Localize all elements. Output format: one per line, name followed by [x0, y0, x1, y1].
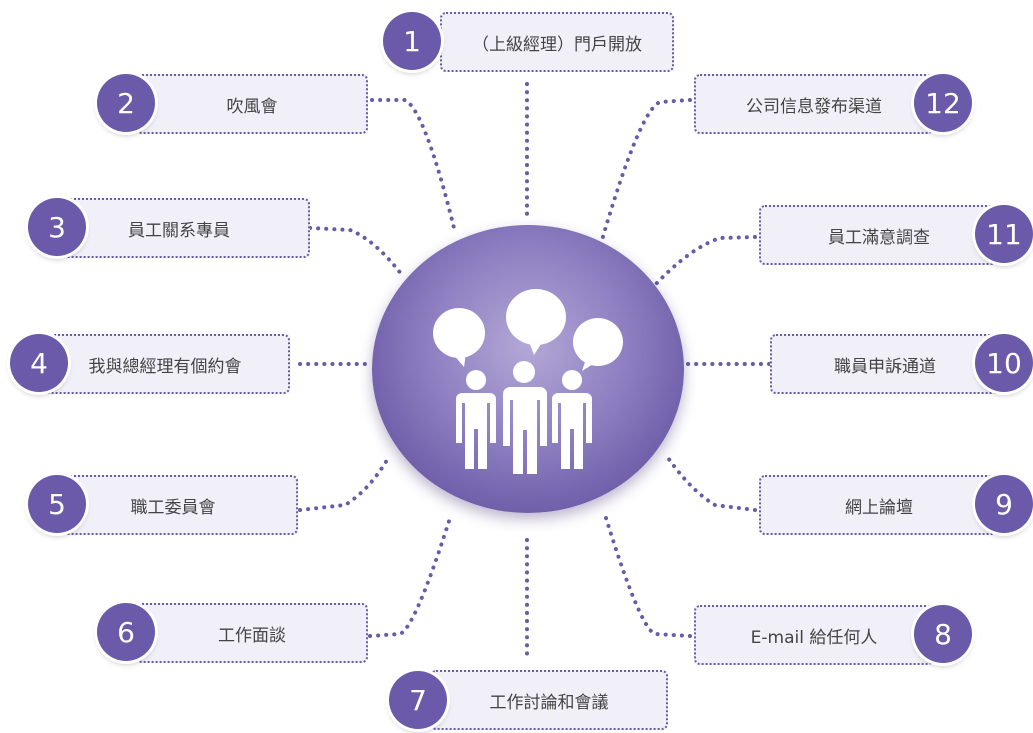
- item-3-box: 員工關系專員: [48, 198, 310, 258]
- item-7-box: 工作討論和會議: [430, 670, 668, 730]
- item-1-box: （上級經理）門戶開放: [440, 12, 674, 72]
- item-10-number: 10: [975, 334, 1033, 392]
- connector-9: [664, 453, 757, 512]
- central-hub: [372, 225, 684, 513]
- connector-12: [600, 98, 692, 242]
- item-5-number: 5: [28, 475, 86, 533]
- item-3-label: 員工關系專員: [128, 220, 230, 241]
- item-8-box: E-mail 給任何人: [694, 605, 934, 665]
- item-11-box: 員工滿意調查: [759, 205, 999, 265]
- item-7-number: 7: [389, 671, 447, 729]
- item-4-box: 我與總經理有個約會: [40, 334, 290, 394]
- item-11-label: 員工滿意調查: [828, 227, 930, 248]
- item-11-number: 11: [975, 205, 1033, 263]
- item-4-label: 我與總經理有個約會: [88, 356, 242, 377]
- item-5-label: 職工委員會: [130, 497, 216, 518]
- item-9-number: 9: [975, 475, 1033, 533]
- item-6-number: 6: [97, 603, 155, 661]
- connector-11: [653, 235, 757, 287]
- item-2-number: 2: [97, 74, 155, 132]
- connector-6: [368, 516, 452, 638]
- connector-2: [370, 98, 457, 234]
- connector-8: [604, 516, 692, 638]
- item-2-box: 吹風會: [136, 74, 368, 134]
- item-10-label: 職員申訴通道: [834, 356, 936, 377]
- item-3-number: 3: [28, 198, 86, 256]
- item-1-label: （上級經理）門戶開放: [472, 34, 642, 55]
- item-5-box: 職工委員會: [48, 475, 298, 535]
- item-12-label: 公司信息發布渠道: [746, 96, 882, 117]
- item-9-label: 網上論壇: [845, 497, 913, 518]
- connector-3: [308, 226, 404, 277]
- item-12-box: 公司信息發布渠道: [694, 74, 934, 134]
- people-chat-icon: [433, 289, 623, 474]
- item-7-label: 工作討論和會議: [489, 692, 609, 713]
- item-8-label: E-mail 給任何人: [750, 627, 878, 648]
- item-10-box: 職員申訴通道: [770, 334, 1000, 394]
- item-12-number: 12: [914, 74, 972, 132]
- item-6-label: 工作面談: [218, 625, 286, 646]
- item-4-number: 4: [10, 334, 68, 392]
- item-1-number: 1: [383, 12, 441, 70]
- item-2-label: 吹風會: [226, 96, 278, 117]
- item-8-number: 8: [914, 605, 972, 663]
- item-6-box: 工作面談: [136, 603, 368, 663]
- item-9-box: 網上論壇: [759, 475, 999, 535]
- connector-5: [298, 453, 392, 512]
